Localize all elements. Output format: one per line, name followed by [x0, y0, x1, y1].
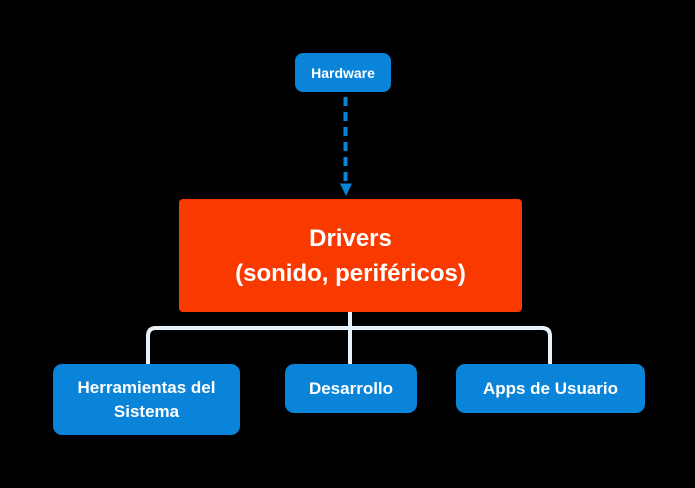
node-drivers[interactable]: Drivers (sonido, periféricos): [179, 199, 522, 312]
node-drivers-label-line1: Drivers: [309, 224, 392, 252]
child-connector-rail: [146, 326, 552, 364]
arrow-head-icon: [340, 183, 352, 196]
node-herramientas-del-sistema[interactable]: Herramientas del Sistema: [53, 364, 240, 435]
node-drivers-label-line2: (sonido, periféricos): [235, 259, 466, 287]
node-desarrollo[interactable]: Desarrollo: [285, 364, 417, 413]
node-hardware-label: Hardware: [311, 64, 375, 81]
node-herramientas-label: Herramientas del Sistema: [77, 377, 216, 421]
node-hardware[interactable]: Hardware: [295, 53, 391, 92]
node-desarrollo-label: Desarrollo: [308, 378, 394, 398]
node-apps-de-usuario[interactable]: Apps de Usuario: [456, 364, 645, 413]
node-apps-de-usuario-label: Apps de Usuario: [482, 378, 619, 398]
